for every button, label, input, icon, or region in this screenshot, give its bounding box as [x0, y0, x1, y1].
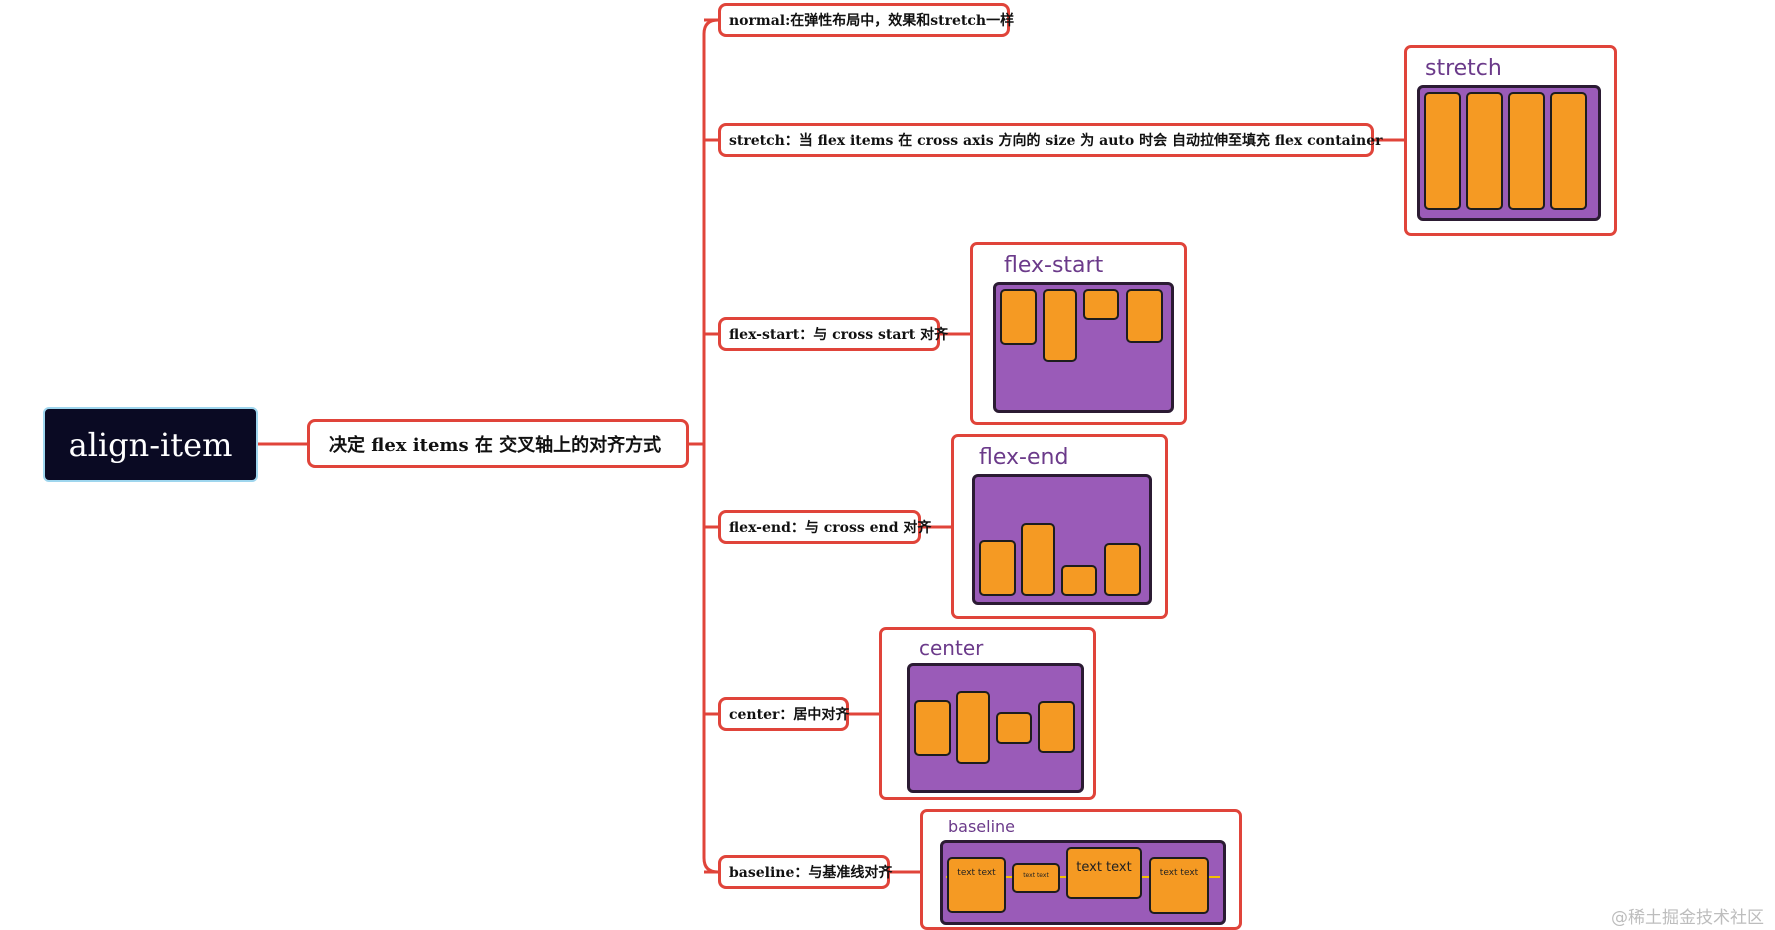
branch-stretch[interactable]: stretch：当 flex items 在 cross axis 方向的 si… — [718, 123, 1383, 157]
flex-start-demo-container — [993, 282, 1174, 413]
flex-start-demo-item — [1000, 289, 1037, 345]
branch-flex-start[interactable]: flex-start：与 cross start 对齐 — [718, 317, 948, 351]
main-topic-label: 决定 flex items 在 交叉轴上的对齐方式 — [329, 434, 662, 456]
center-demo-item — [996, 712, 1032, 744]
flex-start-demo-title: flex-start — [1004, 253, 1104, 278]
center-demo-item — [914, 700, 951, 756]
branch-flex-start-label: flex-start：与 cross start 对齐 — [729, 327, 949, 343]
flex-start-demo-image: flex-start — [970, 242, 1187, 425]
flex-end-demo-container — [972, 474, 1152, 605]
baseline-demo-title: baseline — [948, 817, 1016, 836]
baseline-demo-image: baseline text text text text text text t… — [920, 809, 1242, 930]
flex-start-demo-item — [1043, 289, 1077, 362]
stretch-demo-item — [1424, 92, 1461, 210]
branch-center-label: center：居中对齐 — [729, 707, 850, 723]
flex-end-demo-title: flex-end — [979, 445, 1069, 470]
flex-end-demo-item — [1061, 565, 1097, 596]
watermark: @稀土掘金技术社区 — [1611, 908, 1764, 928]
branch-normal[interactable]: normal:在弹性布局中，效果和stretch一样 — [718, 3, 1014, 37]
flex-end-demo-image: flex-end — [951, 434, 1168, 619]
baseline-demo-item: text text — [1149, 857, 1209, 914]
baseline-item-text: text text — [1159, 868, 1199, 878]
flex-start-demo-item — [1083, 289, 1119, 320]
branch-normal-label: normal:在弹性布局中，效果和stretch一样 — [729, 13, 1015, 29]
baseline-demo-container: text text text text text text text text — [940, 840, 1226, 925]
stretch-demo-container — [1417, 85, 1601, 221]
root-label: align-item — [68, 425, 233, 464]
flex-end-demo-item — [1104, 543, 1141, 596]
branch-flex-end-label: flex-end：与 cross end 对齐 — [729, 520, 932, 536]
flex-end-demo-item — [979, 540, 1016, 596]
center-demo-title: center — [919, 636, 984, 660]
center-demo-item — [956, 691, 990, 764]
baseline-demo-item: text text — [1012, 863, 1060, 893]
baseline-item-text: text text — [1023, 872, 1049, 879]
branch-baseline-label: baseline：与基准线对齐 — [729, 865, 893, 881]
branch-flex-end[interactable]: flex-end：与 cross end 对齐 — [718, 510, 931, 544]
baseline-demo-item: text text — [947, 857, 1006, 913]
center-demo-container — [907, 663, 1084, 793]
branch-center[interactable]: center：居中对齐 — [718, 697, 849, 731]
flex-start-demo-item — [1126, 289, 1163, 343]
flex-end-demo-item — [1021, 523, 1055, 596]
stretch-demo-item — [1508, 92, 1545, 210]
baseline-item-text: text text — [957, 868, 996, 878]
baseline-item-text: text text — [1076, 860, 1132, 875]
stretch-demo-item — [1550, 92, 1587, 210]
branch-baseline[interactable]: baseline：与基准线对齐 — [718, 855, 893, 889]
main-topic-node[interactable]: 决定 flex items 在 交叉轴上的对齐方式 — [307, 419, 689, 468]
root-node[interactable]: align-item — [43, 407, 258, 482]
stretch-demo-item — [1466, 92, 1503, 210]
center-demo-item — [1038, 701, 1075, 753]
center-demo-image: center — [879, 627, 1096, 800]
stretch-demo-title: stretch — [1425, 56, 1502, 81]
stretch-demo-image: stretch — [1404, 45, 1617, 236]
branch-stretch-label: stretch：当 flex items 在 cross axis 方向的 si… — [729, 133, 1383, 149]
baseline-demo-item: text text — [1066, 847, 1142, 899]
